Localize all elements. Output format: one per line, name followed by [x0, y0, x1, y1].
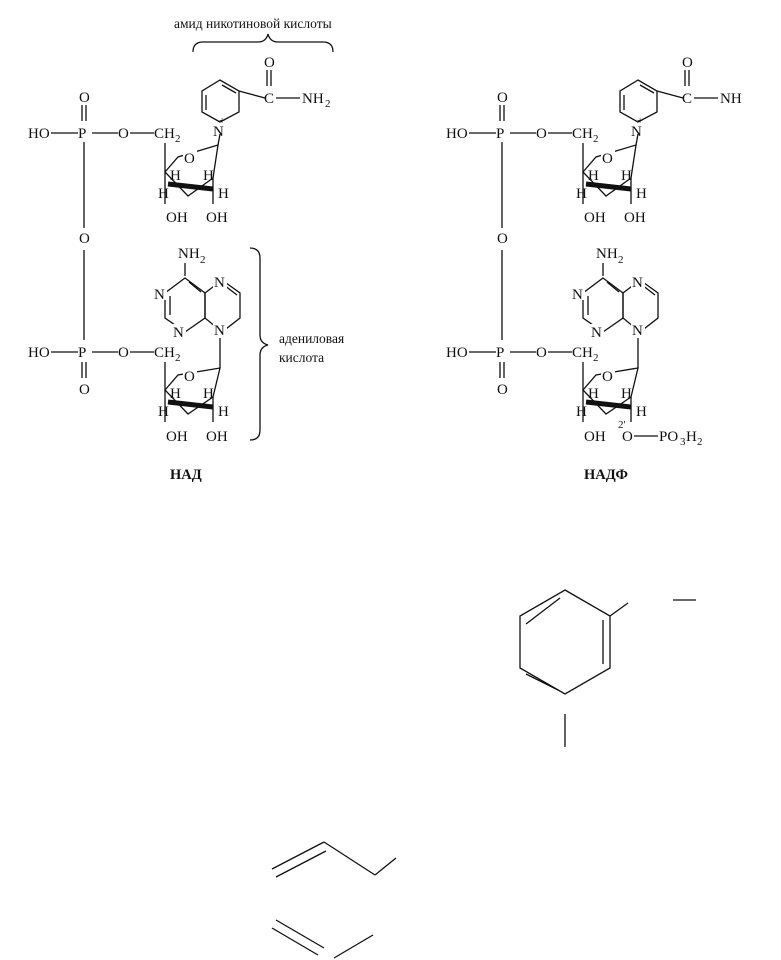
phosphate-group-label: PO: [659, 429, 678, 445]
hydroxyl-3-label: OH: [584, 429, 606, 445]
phosphate-ester-oxygen-label: O: [622, 429, 633, 445]
benzene-ring-fragment: [519, 589, 696, 747]
alkene-fragment-1: [271, 841, 397, 878]
subscript-3: 3: [680, 436, 686, 448]
phosphate-hydrogen-label: H: [686, 429, 697, 445]
alkene-fragment-2: [271, 919, 374, 959]
nad-caption: НАД: [170, 467, 202, 483]
subscript-2: 2: [697, 436, 703, 448]
adenylic-annotation-line2: кислота: [279, 350, 324, 365]
adenylic-annotation-line1: адениловая: [279, 331, 344, 346]
hydroxyl-2-label: OH: [166, 429, 188, 445]
nicotinamide-annotation: амид никотиновой кислоты: [174, 16, 332, 31]
hydroxyl-3-label: OH: [206, 429, 228, 445]
nadp-caption: НАДФ: [584, 467, 628, 483]
nad-structure: OH OH амид никотиновой кислоты аденилова…: [28, 16, 344, 483]
nadp-structure: OH 2' O PO 3 H 2 НАДФ: [446, 55, 756, 483]
position-2-prime-label: 2': [618, 419, 626, 431]
